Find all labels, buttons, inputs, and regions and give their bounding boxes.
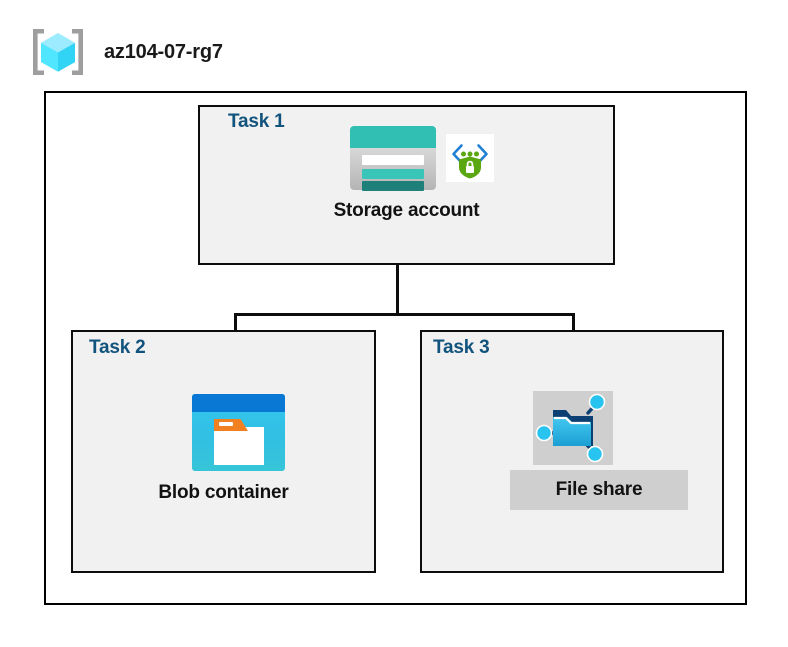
task-2-label: Task 2 xyxy=(89,337,146,358)
task-3-label: Task 3 xyxy=(433,337,490,358)
resource-group-boundary xyxy=(44,91,747,605)
blob-container-caption: Blob container xyxy=(158,482,289,503)
resource-group-title: az104-07-rg7 xyxy=(104,40,223,63)
task-1-label: Task 1 xyxy=(228,111,285,132)
connector-horizontal-bar xyxy=(234,313,575,316)
connector-trunk-vertical xyxy=(396,265,399,315)
file-share-icon xyxy=(533,391,613,465)
storage-security-icon xyxy=(446,134,494,182)
storage-account-caption: Storage account xyxy=(333,200,480,221)
blob-container-icon xyxy=(192,394,285,471)
resource-group-header: az104-07-rg7 xyxy=(30,26,223,78)
resource-group-cube-icon xyxy=(30,26,86,78)
storage-account-icon xyxy=(350,126,436,191)
file-share-caption: File share xyxy=(510,470,688,510)
